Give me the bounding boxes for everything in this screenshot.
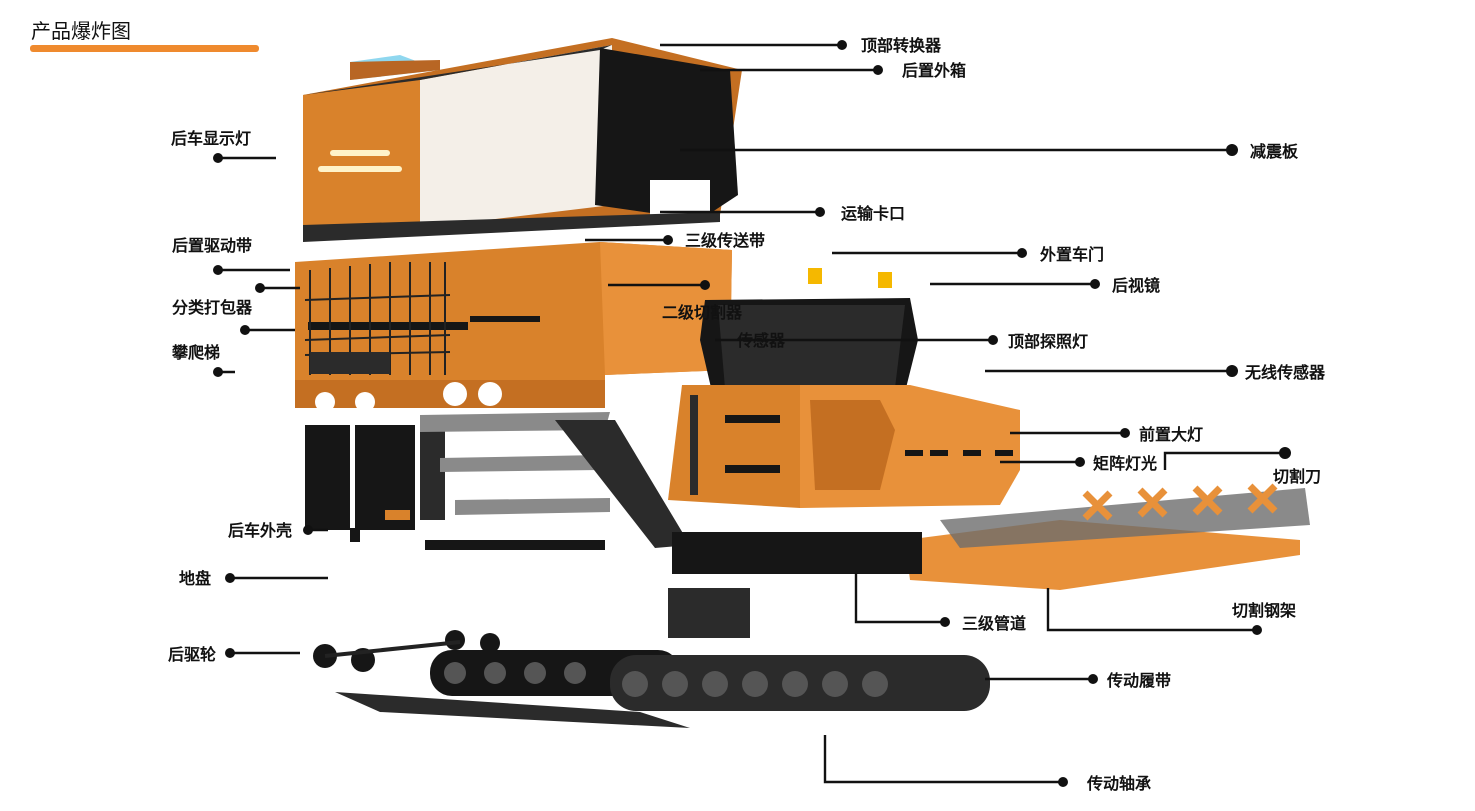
label-matrix-light: 矩阵灯光 [1093, 454, 1157, 473]
page-title: 产品爆炸图 [31, 19, 131, 43]
label-sorting-packer: 分类打包器 [172, 298, 253, 317]
label-ladder: 攀爬梯 [171, 343, 220, 362]
label-drive-bearing: 传动轴承 [1086, 774, 1151, 793]
rear-box-illustration [303, 38, 742, 242]
chassis-illustration [672, 532, 922, 574]
sorting-body-illustration [295, 242, 732, 412]
cab-illustration [668, 268, 1020, 508]
label-top-searchlight: 顶部探照灯 [1008, 332, 1088, 351]
rear-shell-frame-illustration [305, 412, 690, 550]
label-inner-sensor: 传感器 [736, 331, 786, 350]
label-inner-cut: 二级切割器 [662, 303, 743, 322]
label-front-headlight: 前置大灯 [1139, 425, 1203, 444]
label-cutter: 切割刀 [1273, 467, 1321, 486]
leader-lines [213, 40, 1291, 787]
label-top-converter: 顶部转换器 [861, 36, 942, 55]
label-rear-mirror: 后视镜 [1112, 276, 1160, 295]
label-transport-slot: 运输卡口 [841, 204, 905, 223]
label-rear-display-light: 后车显示灯 [171, 129, 251, 148]
label-tier3-pipe: 三级管道 [962, 614, 1026, 633]
label-rear-box: 后置外箱 [902, 61, 966, 80]
label-shock-plate: 减震板 [1250, 142, 1299, 161]
label-cutting-frame: 切割钢架 [1232, 601, 1296, 620]
title-underline [30, 45, 259, 52]
label-tier3-conveyor: 三级传送带 [685, 231, 765, 250]
cutter-illustration [905, 483, 1310, 590]
callout-labels: 顶部转换器 后置外箱 减震板 后车显示灯 运输卡口 后置驱动带 三级传送带 外置… [168, 36, 1326, 793]
label-rear-shell: 后车外壳 [228, 521, 292, 540]
label-rear-drive-wheel: 后驱轮 [168, 645, 216, 664]
label-rear-drive-belt: 后置驱动带 [172, 236, 252, 255]
track-illustration [313, 588, 990, 728]
label-outer-door: 外置车门 [1039, 245, 1104, 264]
label-wireless-sensor: 无线传感器 [1244, 363, 1326, 382]
label-drive-track: 传动履带 [1106, 671, 1171, 690]
label-chassis: 地盘 [179, 569, 211, 588]
